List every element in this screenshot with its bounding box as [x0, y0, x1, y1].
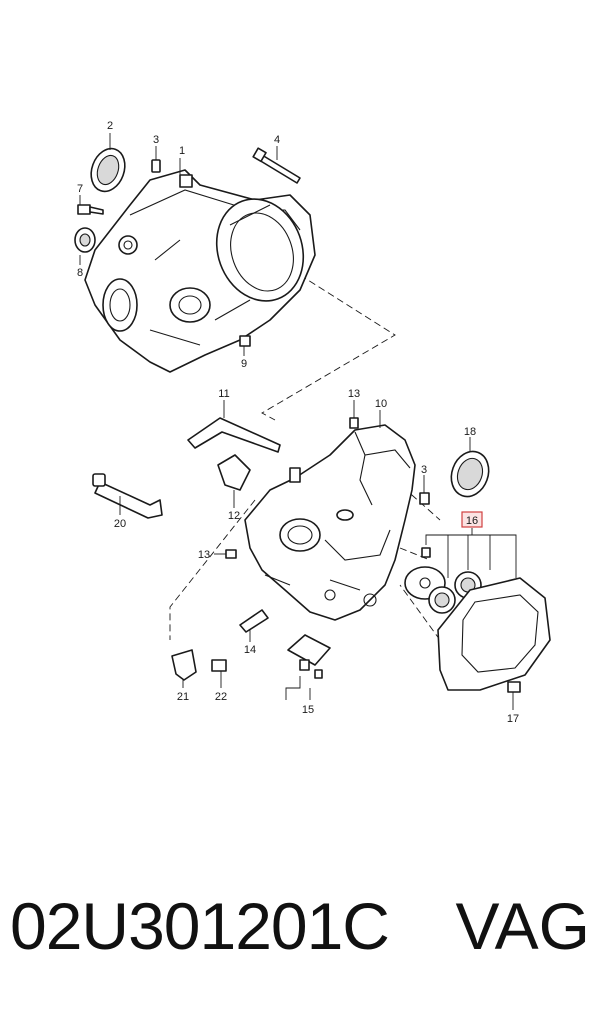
callout-9: 9 [241, 358, 247, 370]
callout-8: 8 [77, 267, 83, 279]
callout-7: 7 [77, 183, 83, 195]
footer: 02U301201C VAG [10, 888, 590, 988]
switch-part-21 [171, 649, 197, 681]
assembly-guide-lines [169, 274, 441, 641]
bolt-part-13-lower [225, 549, 237, 559]
bolt-part-13-upper [349, 417, 359, 429]
seal-ring-part-2 [90, 147, 126, 193]
bolt-part-7 [77, 204, 104, 215]
callout-10: 10 [375, 398, 387, 410]
callout-22: 22 [215, 691, 227, 703]
callout-13-upper: 13 [348, 388, 360, 400]
callout-2: 2 [107, 120, 113, 132]
callout-11: 11 [218, 388, 229, 400]
callout-leaders [79, 133, 517, 710]
bearing-kit-part-16 [404, 547, 482, 614]
callout-labels: 1 2 3 4 7 8 9 11 13 10 18 3 20 12 16 13 … [77, 120, 519, 725]
clutch-housing-part-1 [84, 169, 316, 373]
bolt-part-17 [507, 681, 521, 693]
callout-16: 16 [466, 515, 478, 527]
callout-3-upper: 3 [153, 134, 159, 146]
bolt-part-22 [211, 659, 227, 672]
sealant-tube-part-20 [92, 473, 163, 519]
exploded-parts-diagram: 1 2 3 4 7 8 9 11 13 10 18 3 20 12 16 13 … [74, 120, 551, 725]
callout-13-lower: 13 [198, 549, 210, 561]
callout-18: 18 [464, 426, 476, 438]
callout-17: 17 [507, 713, 519, 725]
callout-4: 4 [274, 134, 280, 146]
housing-cover [437, 577, 551, 691]
seal-ring-part-18 [450, 450, 490, 498]
bolt-part-3-upper [151, 159, 161, 173]
gearbox-housing-part-10 [244, 424, 416, 621]
callout-20: 20 [114, 518, 126, 530]
sensor-part-14 [239, 609, 269, 633]
plate-part-15 [287, 634, 331, 679]
part-number: 02U301201C [10, 889, 390, 963]
callout-1: 1 [179, 145, 185, 157]
selector-rail-part-11 [187, 417, 281, 453]
callout-3-lower: 3 [421, 464, 427, 476]
callout-15: 15 [302, 704, 314, 716]
callout-14: 14 [244, 644, 256, 656]
bracket-part-12 [217, 454, 251, 491]
callout-12: 12 [228, 510, 240, 522]
seal-part-8 [74, 227, 96, 253]
brand-name: VAG [455, 889, 590, 963]
bolt-part-4 [252, 147, 301, 184]
plug-part-9 [239, 335, 251, 347]
bolt-part-3-lower [419, 492, 430, 505]
callout-21: 21 [177, 691, 189, 703]
callout-16-highlight [461, 511, 483, 528]
